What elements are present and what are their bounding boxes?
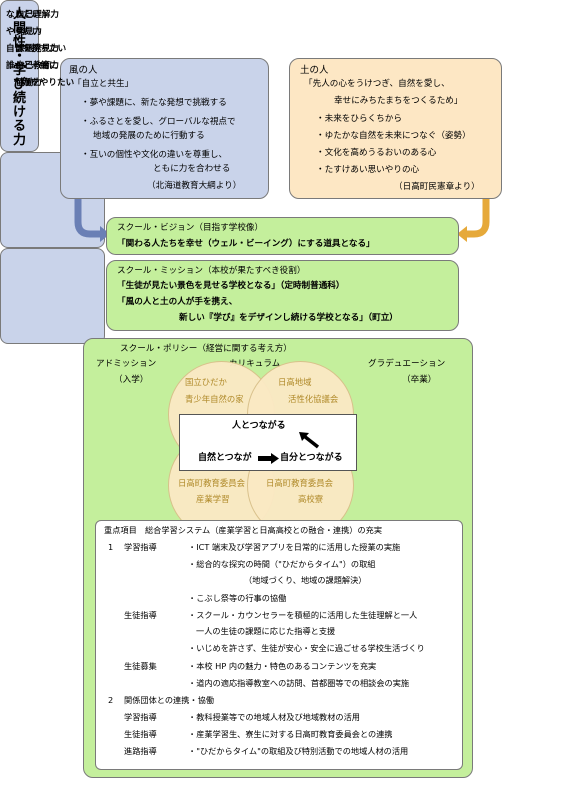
side-char: る [12, 119, 26, 134]
soil-to-vision-arrow [466, 199, 490, 238]
section-title: 学習指導 [124, 542, 157, 552]
connect-nature: 自然とつなが [198, 453, 252, 463]
focus-item: ・本校 HP 内の魅力・特色のあるコンテンツを充実 [188, 661, 377, 671]
focus-item: ・スクール・カウンセラーを積極的に活用した生徒理解と一人 [188, 610, 418, 620]
wind-line: （北海道教育大綱より） [147, 181, 242, 191]
focus-heading: 重点項目 総合学習システム（産業学習と日高高校との融合・連携）の充実 [104, 525, 383, 535]
collab-item: ・"ひだからタイム"の取組及び特別活動での地域人材の活用 [188, 746, 409, 756]
circle-text: 日高地域 [278, 377, 312, 387]
admission-sub: （入学） [114, 375, 149, 385]
collab-label: 進路指導 [124, 746, 157, 756]
circle-text: 高校寮 [298, 494, 324, 504]
soil-line: ・文化を高めうるおいのある心 [316, 148, 437, 158]
collab-label: 学習指導 [124, 712, 157, 722]
policy-title: スクール・ポリシー（経営に関する考え方） [120, 344, 292, 354]
admission-label: アドミッション [96, 359, 157, 369]
side-char: び [12, 77, 26, 92]
focus-item: ・ICT 端末及び学習アプリを日常的に活用した授業の実施 [188, 542, 401, 552]
connect-people: 人とつながる [232, 421, 286, 431]
side-char: 人 [12, 7, 26, 22]
mission-line: 「生徒が見たい景色を見せる学校となる」（定時制普通科） [117, 281, 345, 291]
admission-item: なりたい [6, 10, 41, 20]
soil-line: ・ゆたかな自然を未来につなぐ（姿勢） [316, 131, 471, 141]
wind-line: ともに力を合わせる [153, 164, 231, 174]
side-char: 学 [12, 63, 26, 78]
soil-line: （日高町民憲章より） [394, 182, 480, 192]
side-char: ・ [12, 49, 26, 64]
section-number: 2 [108, 695, 114, 705]
mission-line: 新しい『学び』をデザインし続ける学校となる」（町立） [179, 313, 398, 323]
mission-title: スクール・ミッション（本校が果たすべき役割） [117, 266, 306, 276]
wind-person-box: 風の人 「自立と共生」 ・夢や課題に、新たな発想で挑戦する ・ふるさとを愛し、グ… [60, 58, 269, 199]
side-char: け [12, 105, 26, 120]
focus-item: ・こぶし祭等の行事の協働 [188, 593, 287, 603]
circle-text: 活性化協議会 [288, 394, 339, 404]
connection-center-box: 人とつながる 自然とつなが 自分とつながる [179, 414, 357, 471]
section-title: 生徒募集 [124, 661, 157, 671]
admission-item: 何かをやりたい [14, 78, 75, 88]
connect-self: 自分とつながる [280, 453, 343, 463]
soil-title: 土の人 [300, 65, 329, 76]
wind-line: ・夢や課題に、新たな発想で挑戦する [81, 98, 227, 108]
focus-item: （地域づくり、地域の課題解決） [244, 575, 367, 585]
curriculum-label: カリキュラム [229, 359, 281, 369]
side-char: 続 [12, 91, 26, 106]
graduation-item: 発見力 [16, 27, 42, 37]
circle-text: 国立ひだか [185, 377, 227, 387]
wind-line: 地域の発展のために行動する [93, 131, 205, 141]
soil-line: 「先人の心をうけつぎ、自然を愛し、 [304, 79, 450, 89]
circle-text: 産業学習 [196, 494, 230, 504]
collab-item: ・産業学習生、寮生に対する日高町教育委員会との連携 [188, 729, 393, 739]
wind-to-vision-arrow [74, 199, 100, 238]
wind-line: ・ふるさとを愛し、グローバルな視点で [81, 117, 236, 127]
wind-line: 「自立と共生」 [73, 79, 134, 89]
wind-arrow-head [100, 226, 110, 242]
graduation-item: 自己理解力 [16, 10, 59, 20]
soil-line: ・未来をひらくちから [316, 114, 402, 124]
soil-arrow-head [457, 226, 467, 242]
soil-line: 幸せにみちたまちをつくるため」 [334, 96, 463, 106]
school-vision-box: スクール・ビジョン（目指す学校像） 「関わる人たちを幸せ（ウェル・ビーイング）に… [106, 217, 459, 255]
side-char: 性 [12, 35, 26, 50]
graduation-item: 自己教育力 [16, 61, 59, 71]
graduation-item: 協働力 [16, 78, 42, 88]
circle-text: 青少年自然の家 [185, 394, 244, 404]
collab-item: ・教科授業等での地域人材及び地域教材の活用 [188, 712, 360, 722]
side-char: 間 [12, 21, 26, 36]
soil-person-box: 土の人 「先人の心をうけつぎ、自然を愛し、 幸せにみちたまちをつくるため」 ・未… [289, 58, 502, 199]
vision-text: 「関わる人たちを幸せ（ウェル・ビーイング）にする道具となる」 [117, 239, 375, 249]
focus-item: ・いじめを許さず、生徒が安心・安全に過ごせる学校生活づくり [188, 643, 425, 653]
circle-text: 日高町教育委員会 [266, 478, 333, 488]
mission-line: 「風の人と土の人が手を携え、 [117, 297, 238, 307]
section-title: 生徒指導 [124, 610, 157, 620]
circle-text: 日高町教育委員会 [178, 478, 245, 488]
collab-label: 生徒指導 [124, 729, 157, 739]
graduation-sub: （卒業） [402, 375, 437, 385]
focus-item: 一人の生徒の課題に応じた指導と支援 [196, 626, 336, 636]
focus-item: ・総合的な探究の時間（"ひだからタイム"）の取組 [188, 559, 376, 569]
graduation-item: 課題発見力 [16, 44, 59, 54]
wind-title: 風の人 [69, 65, 98, 76]
vision-title: スクール・ビジョン（目指す学校像） [117, 223, 264, 233]
admission-item: 自信を持ちたい [6, 44, 67, 54]
section-title: 関係団体との連携・協働 [124, 695, 214, 705]
admission-item: やりたい [6, 27, 41, 37]
focus-item: ・道内の適応指導教室への訪問、首都圏等での相談会の実施 [188, 678, 410, 688]
side-char: 力 [12, 133, 26, 148]
wind-line: ・互いの個性や文化の違いを尊重し、 [81, 150, 228, 160]
focus-items-box: 重点項目 総合学習システム（産業学習と日高高校との融合・連携）の充実 1 学習指… [95, 520, 463, 770]
graduation-abilities-box: 自己理解力 発見力 課題発見力 自己教育力 協働力 [0, 10, 105, 344]
graduation-label: グラデュエーション [368, 359, 446, 369]
admission-item: 誰かと一緒に [6, 61, 58, 71]
right-arrow-icon [258, 453, 279, 464]
soil-line: ・たすけあい思いやりの心 [316, 165, 420, 175]
humanity-learning-power-label: 人 間 性 ・ 学 び 続 け る 力 [0, 0, 39, 152]
section-number: 1 [108, 542, 114, 552]
diagonal-arrow-icon [299, 432, 320, 449]
school-mission-box: スクール・ミッション（本校が果たすべき役割） 「生徒が見たい景色を見せる学校とな… [106, 260, 459, 331]
